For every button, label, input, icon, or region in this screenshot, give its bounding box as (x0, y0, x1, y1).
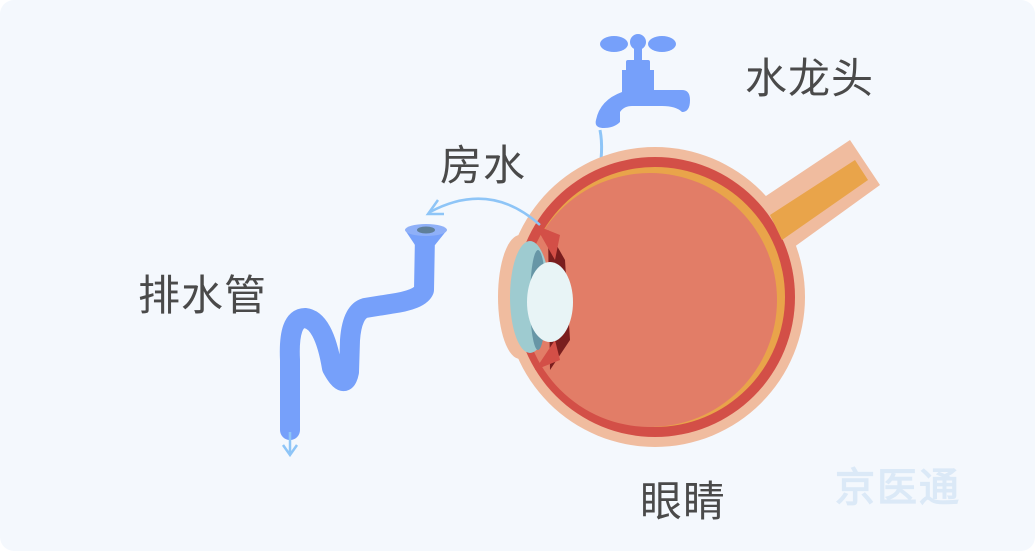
arrowhead-icon (425, 199, 444, 216)
label-aqueous-humor: 房水 (440, 141, 527, 190)
label-eye: 眼睛 (640, 477, 727, 526)
label-drain-pipe: 排水管 (138, 271, 268, 320)
label-faucet: 水龙头 (745, 54, 875, 103)
drain-pipe-icon (279, 224, 447, 458)
eye-illustration (498, 140, 880, 447)
watermark: 京医通 (835, 465, 961, 511)
flow-arrow (429, 197, 541, 226)
faucet-icon (595, 34, 690, 128)
